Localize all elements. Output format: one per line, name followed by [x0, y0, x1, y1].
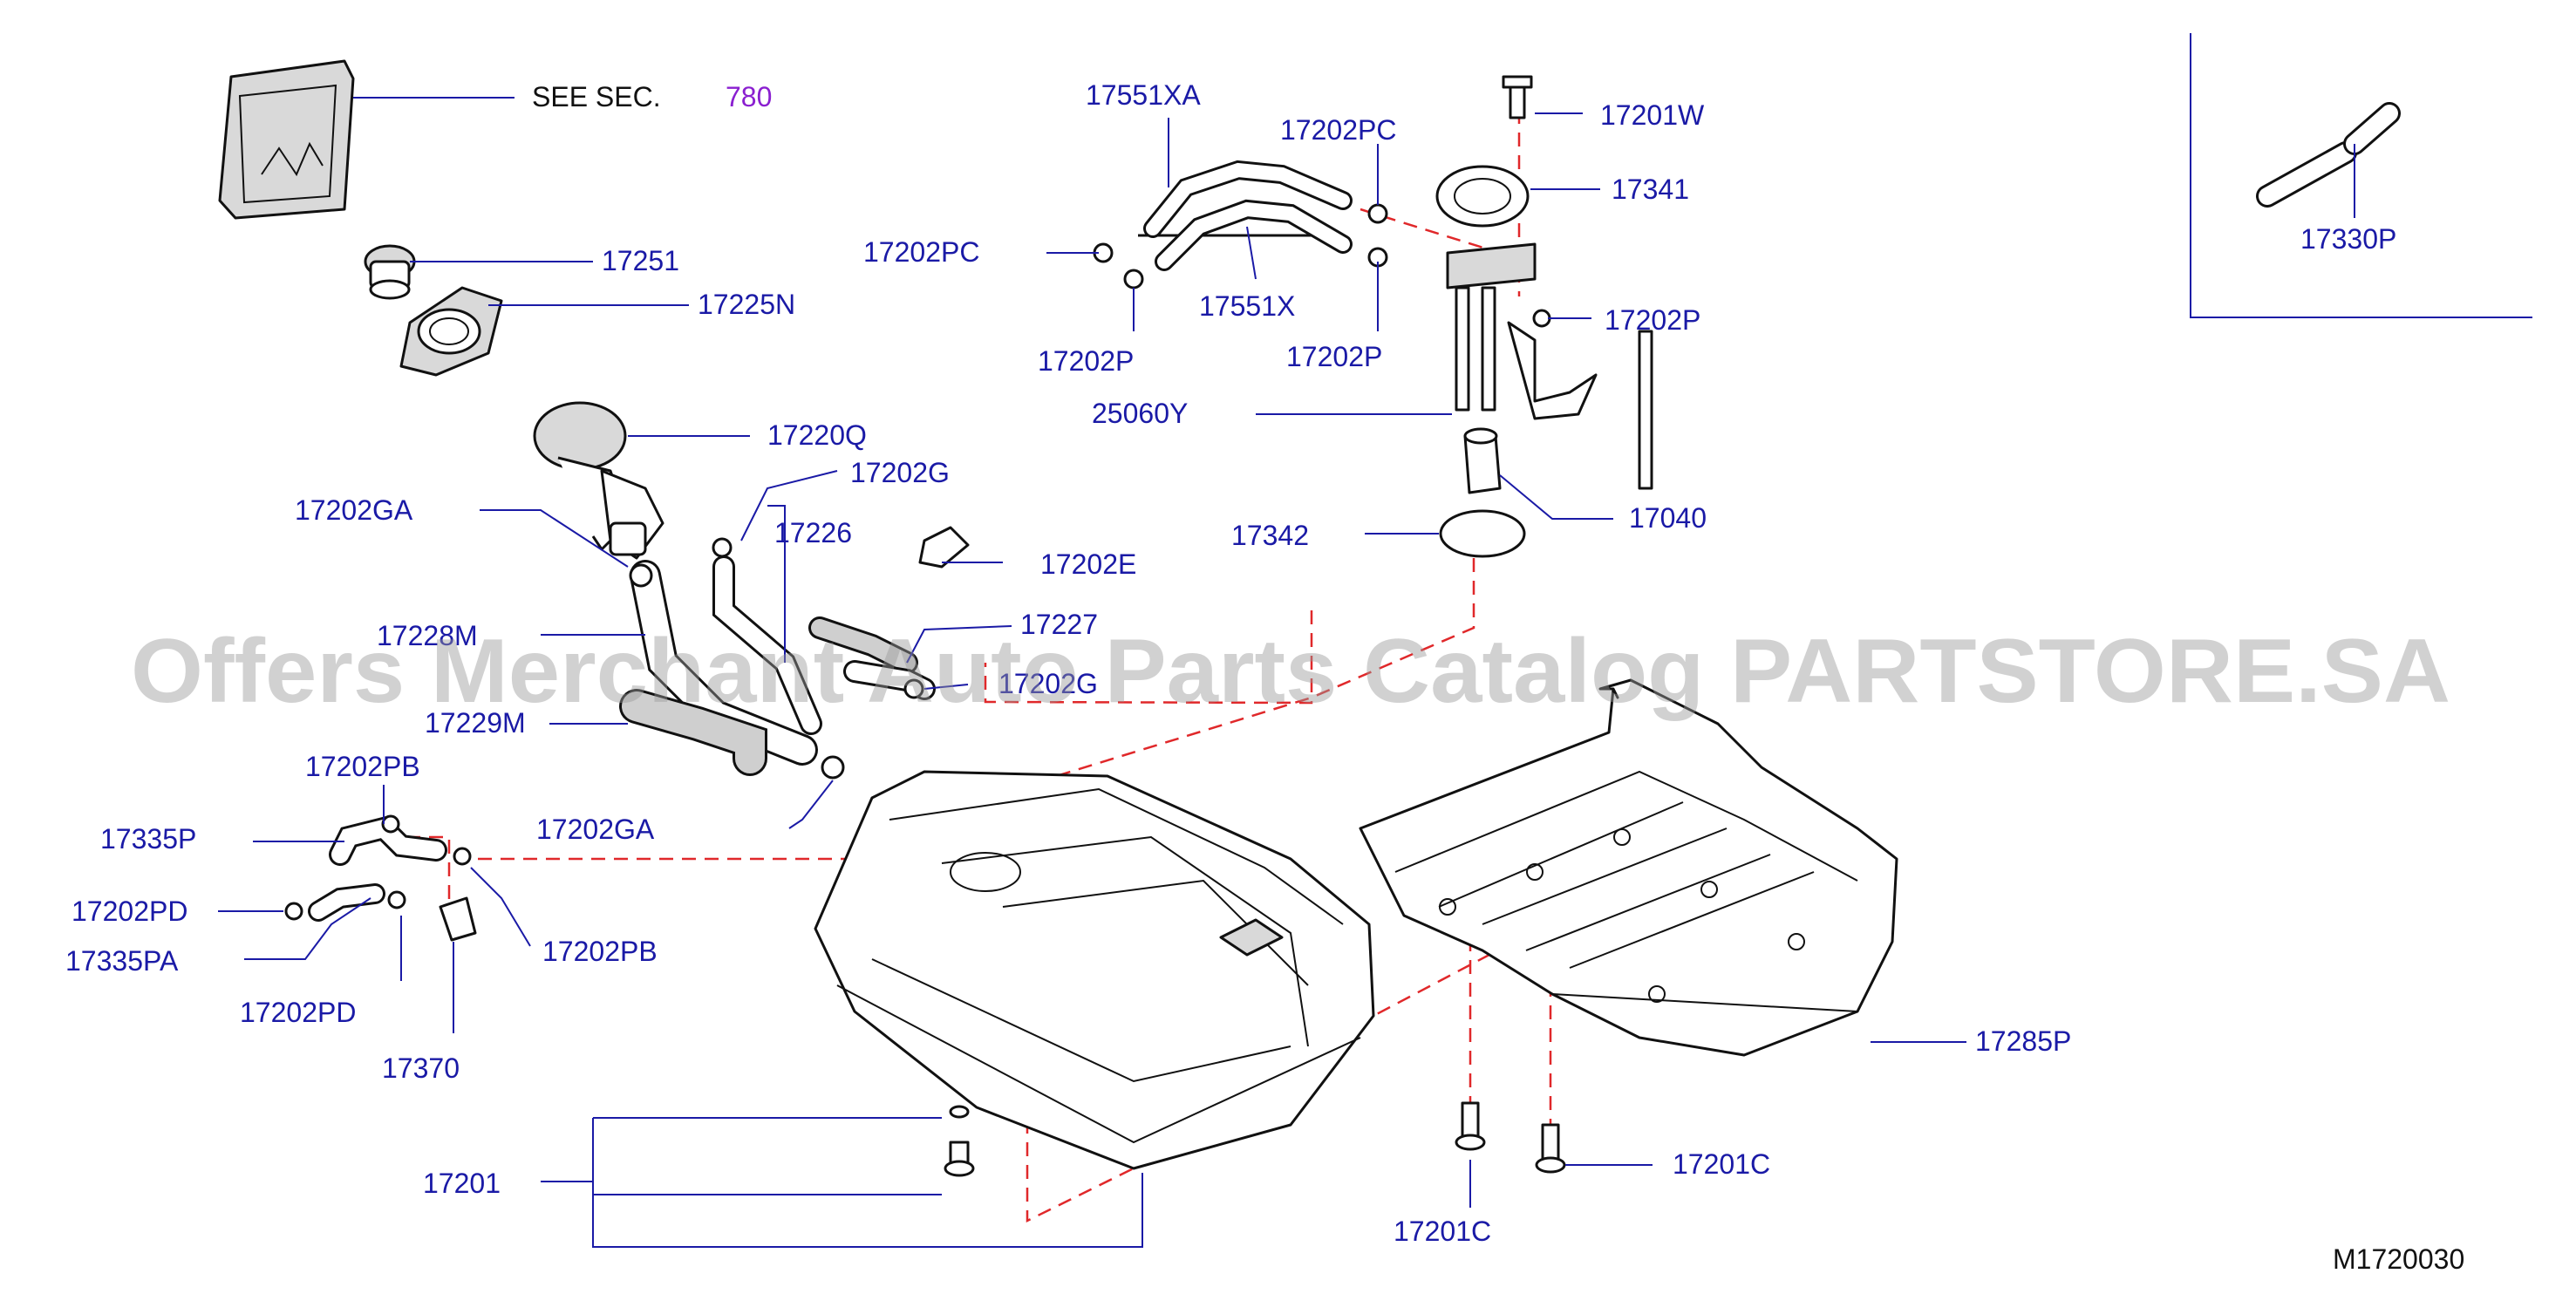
- label-17220q[interactable]: 17220Q: [767, 419, 867, 451]
- watermark-text: Offers Merchant Auto Parts Catalog PARTS…: [131, 621, 2450, 722]
- label-17202pd-left[interactable]: 17202PD: [72, 896, 187, 927]
- diagram-code: M1720030: [2333, 1243, 2464, 1275]
- label-17227[interactable]: 17227: [1020, 609, 1098, 640]
- skid-plate: [1359, 678, 1898, 1057]
- leader-lines: [218, 97, 2355, 1248]
- label-17229m[interactable]: 17229M: [425, 707, 526, 739]
- label-17342[interactable]: 17342: [1231, 520, 1309, 551]
- label-17202pb-right[interactable]: 17202PB: [542, 936, 658, 967]
- label-17330p[interactable]: 17330P: [2300, 223, 2396, 255]
- see-section-reference: SEE SEC. 780: [532, 81, 772, 112]
- label-17225n[interactable]: 17225N: [698, 289, 795, 320]
- label-17202p-left[interactable]: 17202P: [1038, 345, 1134, 377]
- label-17551xa[interactable]: 17551XA: [1086, 79, 1201, 111]
- label-17040[interactable]: 17040: [1629, 502, 1707, 534]
- see-sec-prefix: SEE SEC.: [532, 81, 661, 112]
- label-17370[interactable]: 17370: [382, 1052, 460, 1084]
- label-17201c-right[interactable]: 17201C: [1673, 1148, 1770, 1180]
- label-17226[interactable]: 17226: [774, 517, 852, 548]
- label-17551x[interactable]: 17551X: [1199, 290, 1295, 322]
- label-17201[interactable]: 17201: [423, 1168, 501, 1199]
- label-17202g-top[interactable]: 17202G: [850, 457, 950, 488]
- label-17202e[interactable]: 17202E: [1040, 548, 1136, 580]
- label-17251[interactable]: 17251: [602, 245, 679, 276]
- filler-neck: [533, 401, 664, 560]
- label-17202g-mid[interactable]: 17202G: [998, 668, 1098, 699]
- label-17335pa[interactable]: 17335PA: [65, 945, 179, 977]
- label-17202pc-left[interactable]: 17202PC: [863, 236, 979, 268]
- see-sec-number-link[interactable]: 780: [726, 81, 772, 112]
- pump-assembly: [1435, 75, 1653, 558]
- fuel-tank: [814, 770, 1375, 1170]
- inset-frame: [2190, 33, 2532, 318]
- label-17202ga-bot[interactable]: 17202GA: [536, 814, 655, 845]
- cap-part: [364, 244, 416, 300]
- small-hoses: [284, 814, 477, 942]
- panel-part: [218, 59, 355, 220]
- label-17201w[interactable]: 17201W: [1600, 99, 1705, 131]
- filler-hoses: [619, 526, 970, 780]
- label-17202ga-top[interactable]: 17202GA: [295, 494, 413, 526]
- flange-part: [399, 286, 503, 377]
- label-17335p[interactable]: 17335P: [100, 823, 196, 855]
- label-25060y[interactable]: 25060Y: [1092, 398, 1188, 429]
- vent-hoses: [1138, 160, 1353, 271]
- label-17202p-mid[interactable]: 17202P: [1286, 341, 1382, 372]
- label-17201c-left[interactable]: 17201C: [1394, 1216, 1491, 1247]
- label-17202pd-bot[interactable]: 17202PD: [240, 997, 356, 1028]
- hose-17330p: [2256, 102, 2401, 208]
- bolts: [944, 1101, 1566, 1177]
- label-17341[interactable]: 17341: [1612, 174, 1689, 205]
- part-labels: 17251 17225N 17551XA 17202PC 17202PC 175…: [65, 79, 2396, 1247]
- label-17228m[interactable]: 17228M: [377, 620, 478, 651]
- label-17202pb-top[interactable]: 17202PB: [305, 751, 420, 782]
- label-17202p-right[interactable]: 17202P: [1605, 304, 1700, 336]
- label-17202pc-top[interactable]: 17202PC: [1280, 114, 1396, 146]
- label-17285p[interactable]: 17285P: [1975, 1025, 2071, 1057]
